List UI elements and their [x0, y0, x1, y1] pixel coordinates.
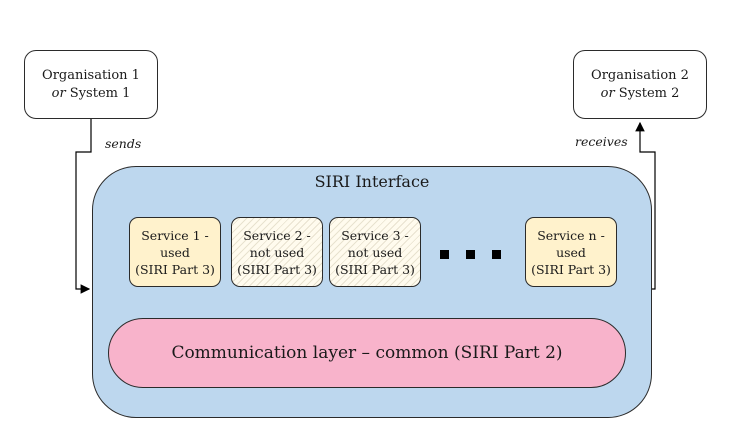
service-2-line3: (SIRI Part 3) [237, 261, 317, 277]
service-2-line1: Service 2 - [243, 227, 311, 243]
service-n-line2: used [556, 244, 586, 260]
organisation-2-name: Organisation 2 [591, 67, 689, 83]
service-2-line2: not used [249, 244, 305, 260]
organisation-2-alt: or System 2 [601, 85, 680, 103]
service-1-line1: Service 1 - [141, 227, 209, 243]
receives-label: receives [575, 134, 628, 149]
service-3-line3: (SIRI Part 3) [335, 261, 415, 277]
service-n-box: Service n - used (SIRI Part 3) [525, 217, 617, 287]
communication-layer-label: Communication layer – common (SIRI Part … [171, 343, 563, 363]
communication-layer: Communication layer – common (SIRI Part … [108, 318, 626, 388]
receives-arrow [635, 121, 656, 290]
organisation-1-or: or [51, 85, 66, 101]
service-2-box: Service 2 - not used (SIRI Part 3) [231, 217, 323, 287]
service-n-line3: (SIRI Part 3) [531, 261, 611, 277]
organisation-1-system: System 1 [65, 85, 131, 101]
ellipsis-dot-1 [440, 250, 449, 259]
organisation-1-alt: or System 1 [52, 85, 131, 103]
service-1-box: Service 1 - used (SIRI Part 3) [129, 217, 221, 287]
organisation-2-or: or [600, 85, 615, 101]
service-1-line3: (SIRI Part 3) [135, 261, 215, 277]
organisation-1-box: Organisation 1 or System 1 [24, 50, 158, 119]
sends-label: sends [105, 136, 142, 151]
siri-interface-title: SIRI Interface [314, 172, 430, 191]
service-3-line1: Service 3 - [341, 227, 409, 243]
service-1-line2: used [160, 244, 190, 260]
service-n-line1: Service n - [537, 227, 605, 243]
service-3-line2: not used [347, 244, 403, 260]
organisation-1-name: Organisation 1 [42, 67, 140, 83]
ellipsis-dot-2 [466, 250, 475, 259]
ellipsis-dot-3 [492, 250, 501, 259]
sends-arrow [75, 119, 92, 294]
organisation-2-box: Organisation 2 or System 2 [573, 50, 707, 119]
organisation-2-system: System 2 [614, 85, 680, 101]
service-3-box: Service 3 - not used (SIRI Part 3) [329, 217, 421, 287]
